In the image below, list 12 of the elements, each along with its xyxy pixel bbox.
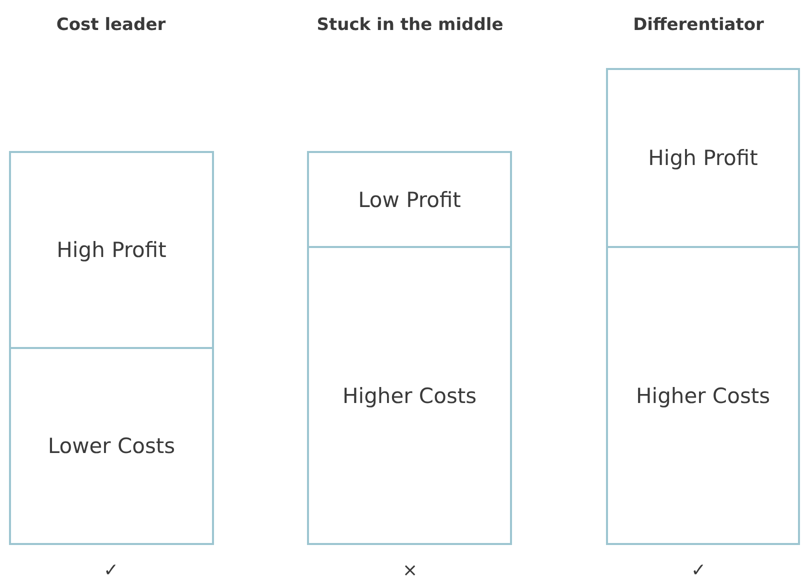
strategy-box: Lower Costs: [9, 347, 214, 545]
column-heading: Stuck in the middle: [316, 14, 504, 37]
check-mark: ✓: [103, 560, 119, 582]
column-heading: Differentiator: [633, 14, 764, 37]
strategy-box: Higher Costs: [307, 246, 512, 545]
strategy-box: Higher Costs: [606, 246, 800, 545]
strategy-box: High Profit: [606, 68, 800, 248]
check-mark: ✓: [690, 560, 706, 582]
strategy-box: Low Profit: [307, 151, 512, 248]
cross-mark: ×: [402, 560, 418, 582]
column-heading: Cost leader: [56, 14, 166, 37]
strategy-box: High Profit: [9, 151, 214, 349]
